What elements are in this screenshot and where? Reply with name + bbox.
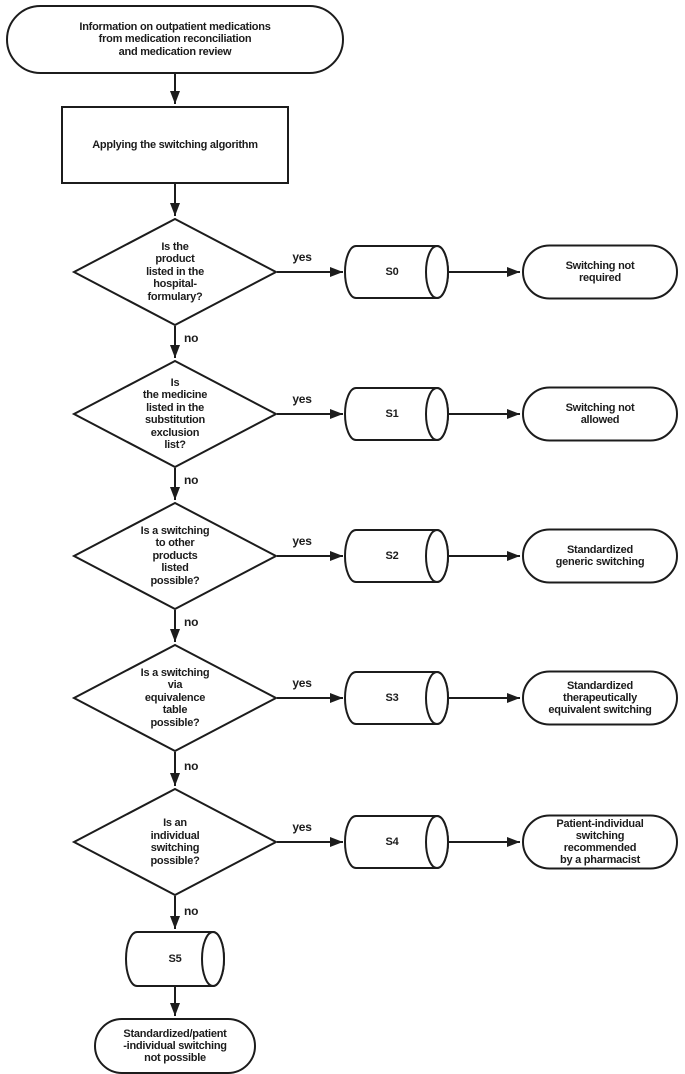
cylinder-s1 — [344, 387, 449, 441]
cylinder-s4 — [344, 815, 449, 869]
process-node — [61, 106, 289, 184]
cylinder-s3-label: S3 — [385, 691, 399, 704]
cylinder-s5 — [125, 931, 225, 987]
decision-diamond-1 — [71, 217, 279, 327]
outcome-2-label: Switching not allowed — [565, 402, 635, 426]
decision-4-label: Is a switching via equivalence table pos… — [140, 666, 210, 729]
cylinder-s1-label: S1 — [385, 407, 399, 420]
start-node-label: Information on outpatient medications fr… — [79, 20, 271, 58]
decision-diamond-2 — [71, 359, 279, 469]
edge-label-yes-3: yes — [292, 534, 312, 548]
cylinder-s4-label: S4 — [385, 835, 399, 848]
cylinder-s2-label: S2 — [385, 549, 399, 562]
outcome-4-label: Standardized therapeutically equivalent … — [548, 680, 652, 716]
outcome-node-1 — [522, 244, 678, 300]
edge-label-no-5: no — [184, 904, 199, 918]
outcome-node-5 — [522, 814, 678, 870]
cylinder-s0 — [344, 245, 449, 299]
edge-label-no-3: no — [184, 615, 199, 629]
outcome-node-2 — [522, 386, 678, 442]
decision-1-label: Is the product listed in the hospital- f… — [146, 240, 204, 303]
outcome-1-label: Switching not required — [565, 260, 635, 284]
outcome-5-label: Patient-individual switching recommended… — [556, 818, 644, 866]
cylinder-s2 — [344, 529, 449, 583]
final-outcome-node — [94, 1018, 256, 1074]
edge-label-yes-4: yes — [292, 676, 312, 690]
cylinder-s0-label: S0 — [385, 265, 399, 278]
edge-label-no-2: no — [184, 473, 199, 487]
cylinder-s3 — [344, 671, 449, 725]
outcome-node-3 — [522, 528, 678, 584]
decision-diamond-3 — [71, 501, 279, 611]
edge-label-yes-2: yes — [292, 392, 312, 406]
edge-label-yes-1: yes — [292, 250, 312, 264]
decision-3-label: Is a switching to other products listed … — [140, 524, 210, 587]
start-node — [6, 5, 344, 74]
decision-2-label: Is the medicine listed in the substituti… — [142, 376, 208, 452]
outcome-node-4 — [522, 670, 678, 726]
final-outcome-label: Standardized/patient -individual switchi… — [123, 1028, 227, 1064]
decision-diamond-5 — [71, 787, 279, 897]
edge-label-no-1: no — [184, 331, 199, 345]
decision-diamond-4 — [71, 643, 279, 753]
outcome-3-label: Standardized generic switching — [555, 544, 645, 568]
edge-label-yes-5: yes — [292, 820, 312, 834]
cylinder-s5-label: S5 — [168, 952, 182, 965]
process-node-label: Applying the switching algorithm — [92, 138, 258, 151]
edge-label-no-4: no — [184, 759, 199, 773]
decision-5-label: Is an individual switching possible? — [150, 817, 200, 867]
